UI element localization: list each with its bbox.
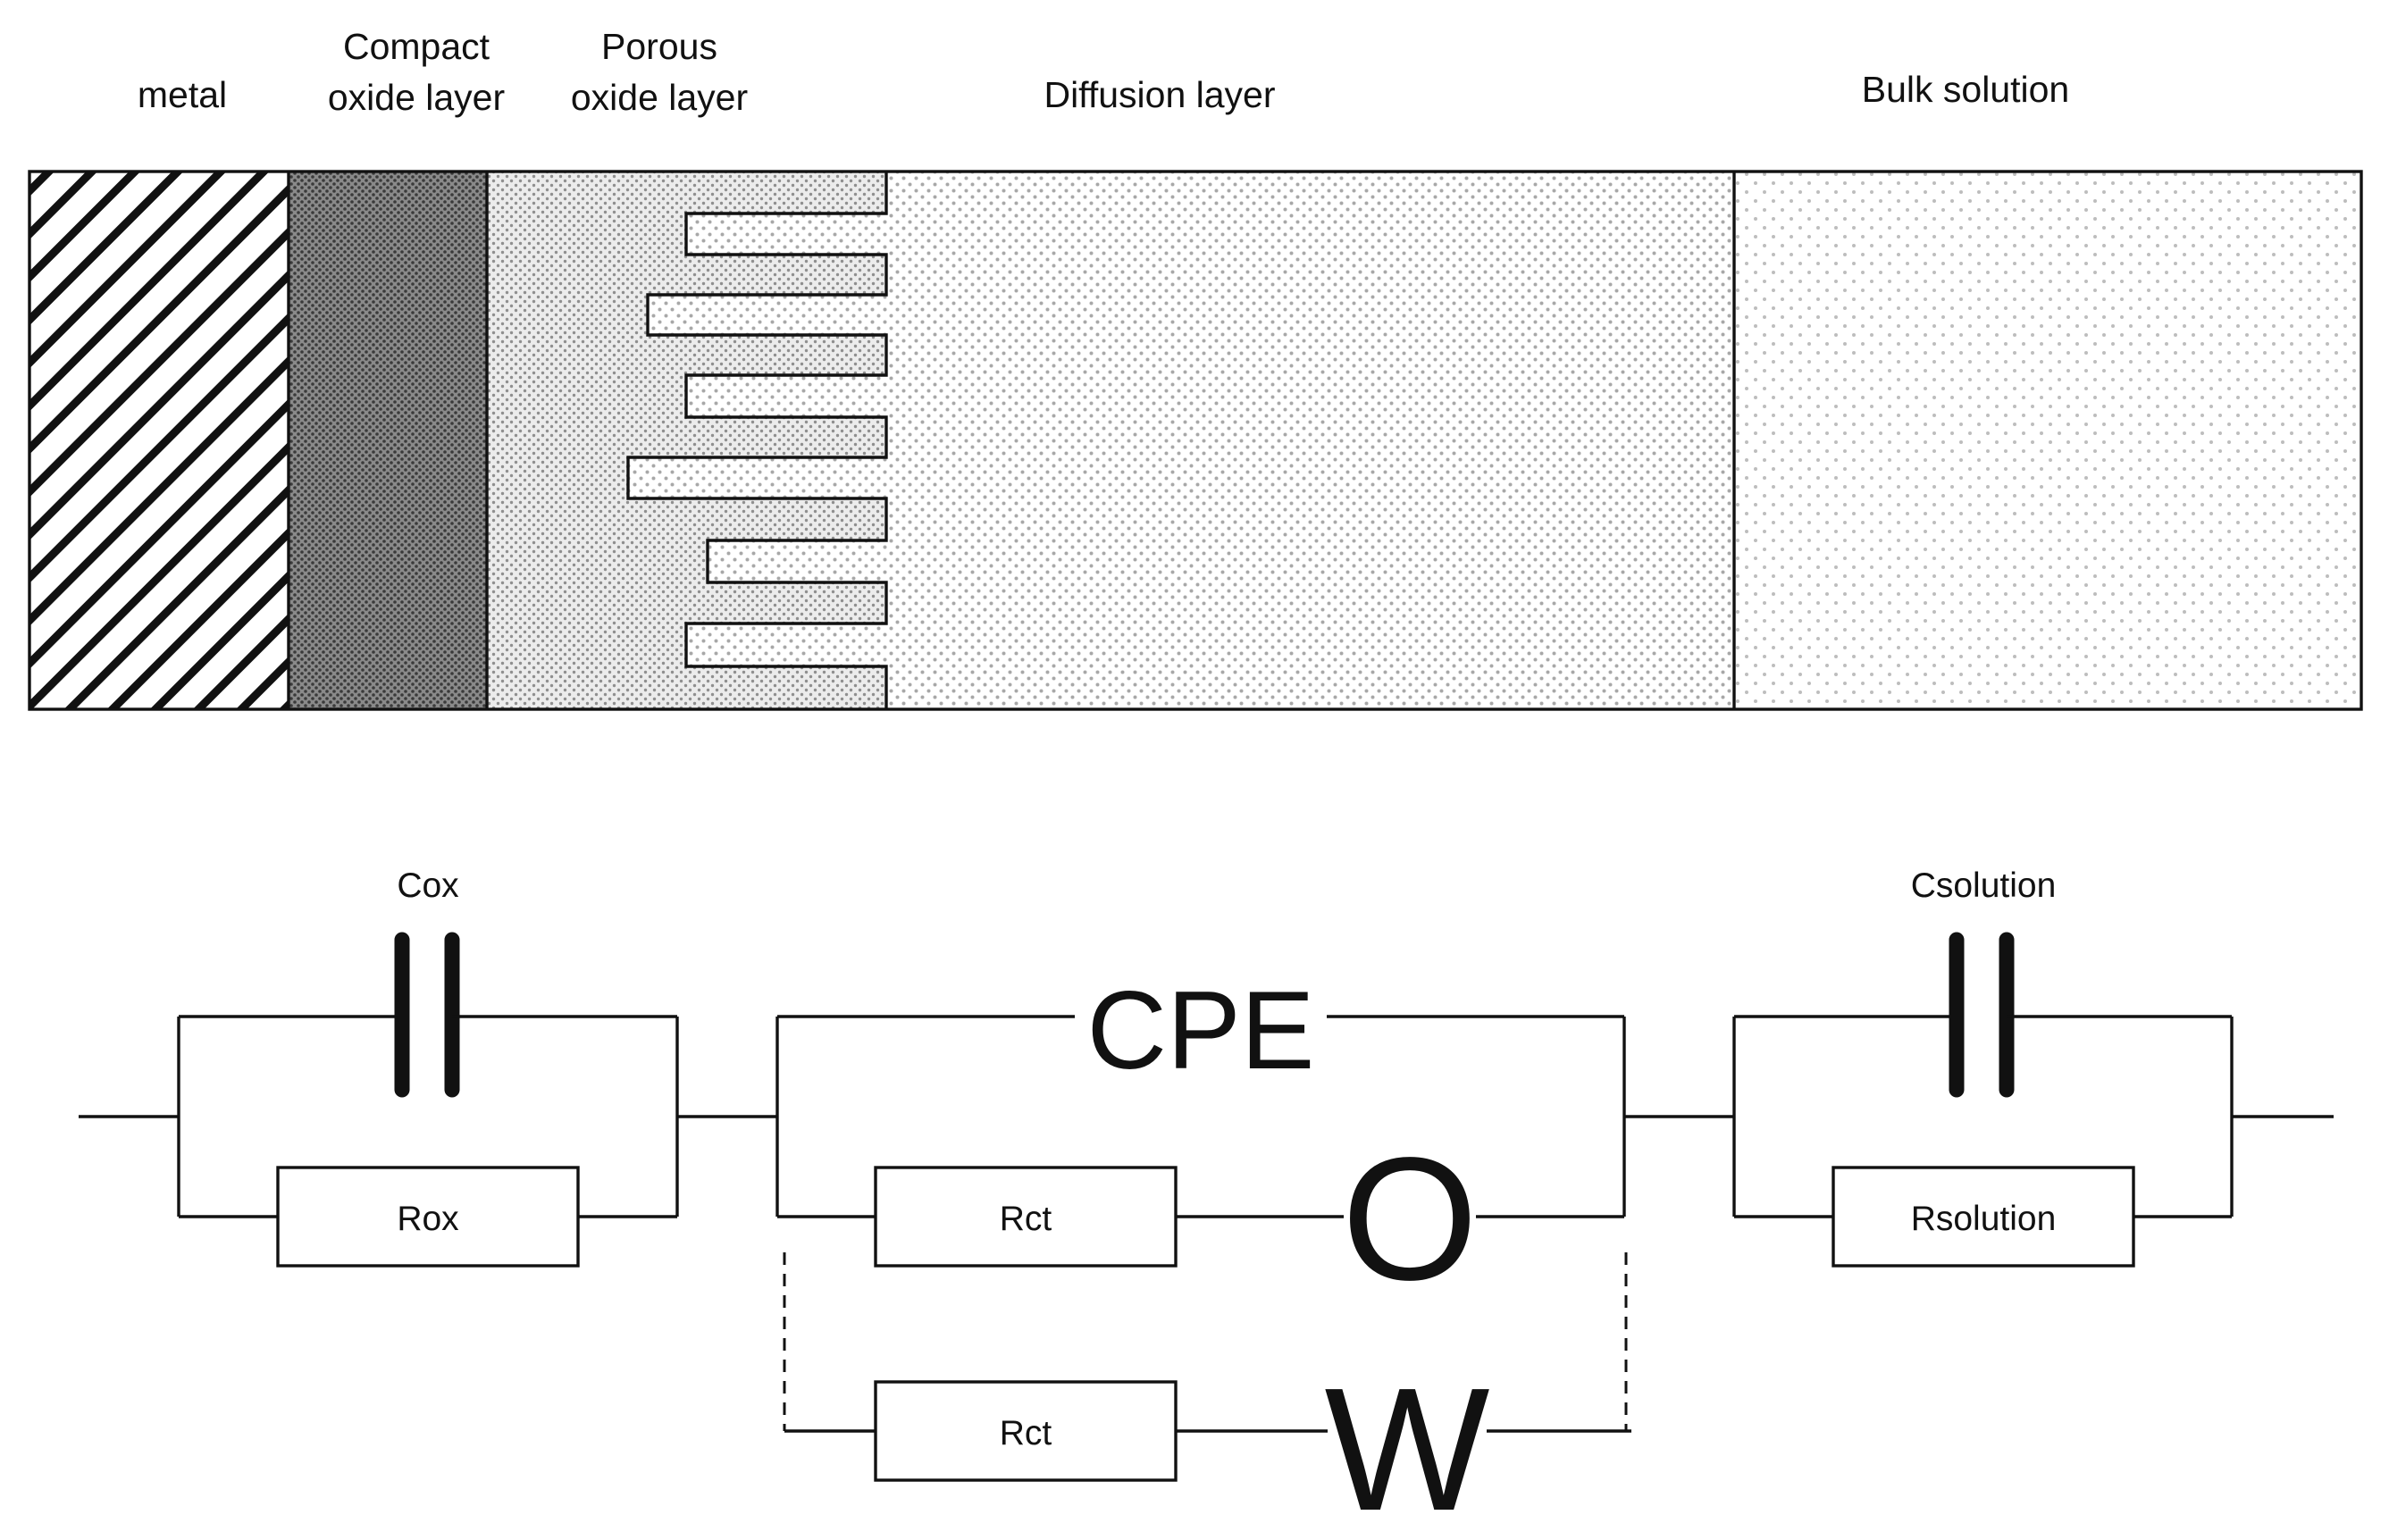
layer-label-porous-line2: oxide layer [571,77,748,118]
resistor-rsolution [1832,1166,2135,1268]
resistor-rox [276,1166,580,1268]
layer-label-compact-line1: Compact [343,26,490,67]
pore-outline [626,172,888,709]
layer-label-diffusion: Diffusion layer [1044,74,1275,115]
label-csolution: Csolution [1911,866,2057,905]
layer-label-compact-line2: oxide layer [328,77,505,118]
label-rox: Rox [397,1200,459,1238]
label-rsolution: Rsolution [1911,1200,2057,1238]
compact-oxide-layer [289,172,487,709]
oxide-parallel-branch [79,932,679,1268]
label-cox: Cox [397,866,459,905]
label-w-element: W [1325,1352,1490,1540]
label-o-element: O [1342,1121,1478,1317]
layer-strip [28,170,2363,711]
bulk-solution-layer [1734,172,2361,709]
layer-label-porous-line1: Porous [601,26,717,67]
label-cpe: CPE [1087,969,1315,1092]
solution-parallel-branch [1624,932,2334,1268]
layer-strip-border [28,170,2363,711]
layer-label-bulk: Bulk solution [1862,69,2069,110]
resistor-rct-top [874,1166,1178,1268]
layer-label-metal: metal [138,74,227,115]
label-rct-top: Rct [1000,1200,1052,1238]
interface-parallel-branch [677,1015,1631,1482]
porous-oxide-layer [487,172,886,709]
label-rct-bottom: Rct [1000,1414,1052,1452]
metal-layer [29,172,289,709]
